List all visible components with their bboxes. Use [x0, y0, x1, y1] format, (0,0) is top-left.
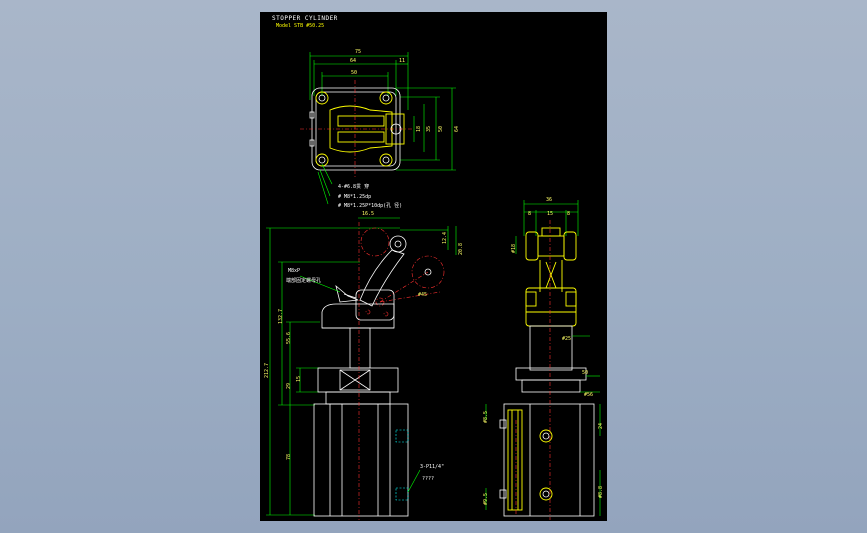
front-view: 36 8 15 8 #18 #25 50 #56 [483, 197, 604, 520]
dim-phi25: #25 [562, 336, 571, 342]
note-port-qty: ???? [422, 476, 434, 482]
dim-phi18: #18 [511, 244, 517, 253]
dim-64: 64 [350, 58, 356, 64]
dim-18: 18 [416, 126, 422, 132]
dim-36: 36 [546, 197, 552, 203]
dim-50: 50 [351, 70, 357, 76]
dim-20-8: 20.8 [458, 243, 464, 255]
dim-50b: 50 [438, 126, 444, 132]
dim-phi56: #56 [584, 392, 593, 398]
note-thread-1: # M8*1.25dp [338, 194, 371, 200]
dim-75: 75 [355, 49, 361, 55]
top-view: 75 64 50 11 18 35 50 64 4-#6.8贯 穿 # M8*1… [300, 49, 460, 209]
dim-78: 78 [286, 454, 292, 460]
dim-phi8-5: #8.5 [483, 411, 489, 423]
side-view: 212.7 132.7 55.6 29 15 78 16.5 12.4 20.8… [264, 211, 464, 520]
dim-29: 29 [286, 383, 292, 389]
dim-132-7: 132.7 [278, 309, 284, 324]
dim-212-7: 212.7 [264, 363, 270, 378]
note-thread-2: # M8*1.25P*10dp(孔 径) [338, 202, 402, 209]
note-mount: 端部固定螺母孔 [286, 277, 321, 284]
dim-8a: 8 [528, 211, 531, 217]
dim-35: 35 [426, 126, 432, 132]
note-holes: 4-#6.8贯 穿 [338, 183, 369, 190]
dim-24: 24 [598, 423, 604, 429]
dim-50f: 50 [582, 370, 588, 376]
dim-16-5: 16.5 [362, 211, 374, 217]
dim-15: 15 [296, 376, 302, 382]
note-m8xp: M8xP [288, 268, 300, 274]
dim-11: 11 [399, 58, 405, 64]
dim-55-6: 55.6 [286, 332, 292, 344]
drawing-model: Model STB #50.25 [276, 23, 325, 29]
dim-15f: 15 [547, 211, 553, 217]
note-port: 3-P11/4" [420, 464, 444, 470]
dim-phi9-5: #9.5 [483, 493, 489, 505]
dim-64b: 64 [454, 126, 460, 132]
dim-phi8-8: #8.8 [598, 486, 604, 498]
drawing-title: STOPPER CYLINDER [272, 15, 338, 22]
dim-angle-45: #45 [418, 292, 427, 298]
dim-8b: 8 [567, 211, 570, 217]
dim-12-4: 12.4 [442, 232, 448, 244]
